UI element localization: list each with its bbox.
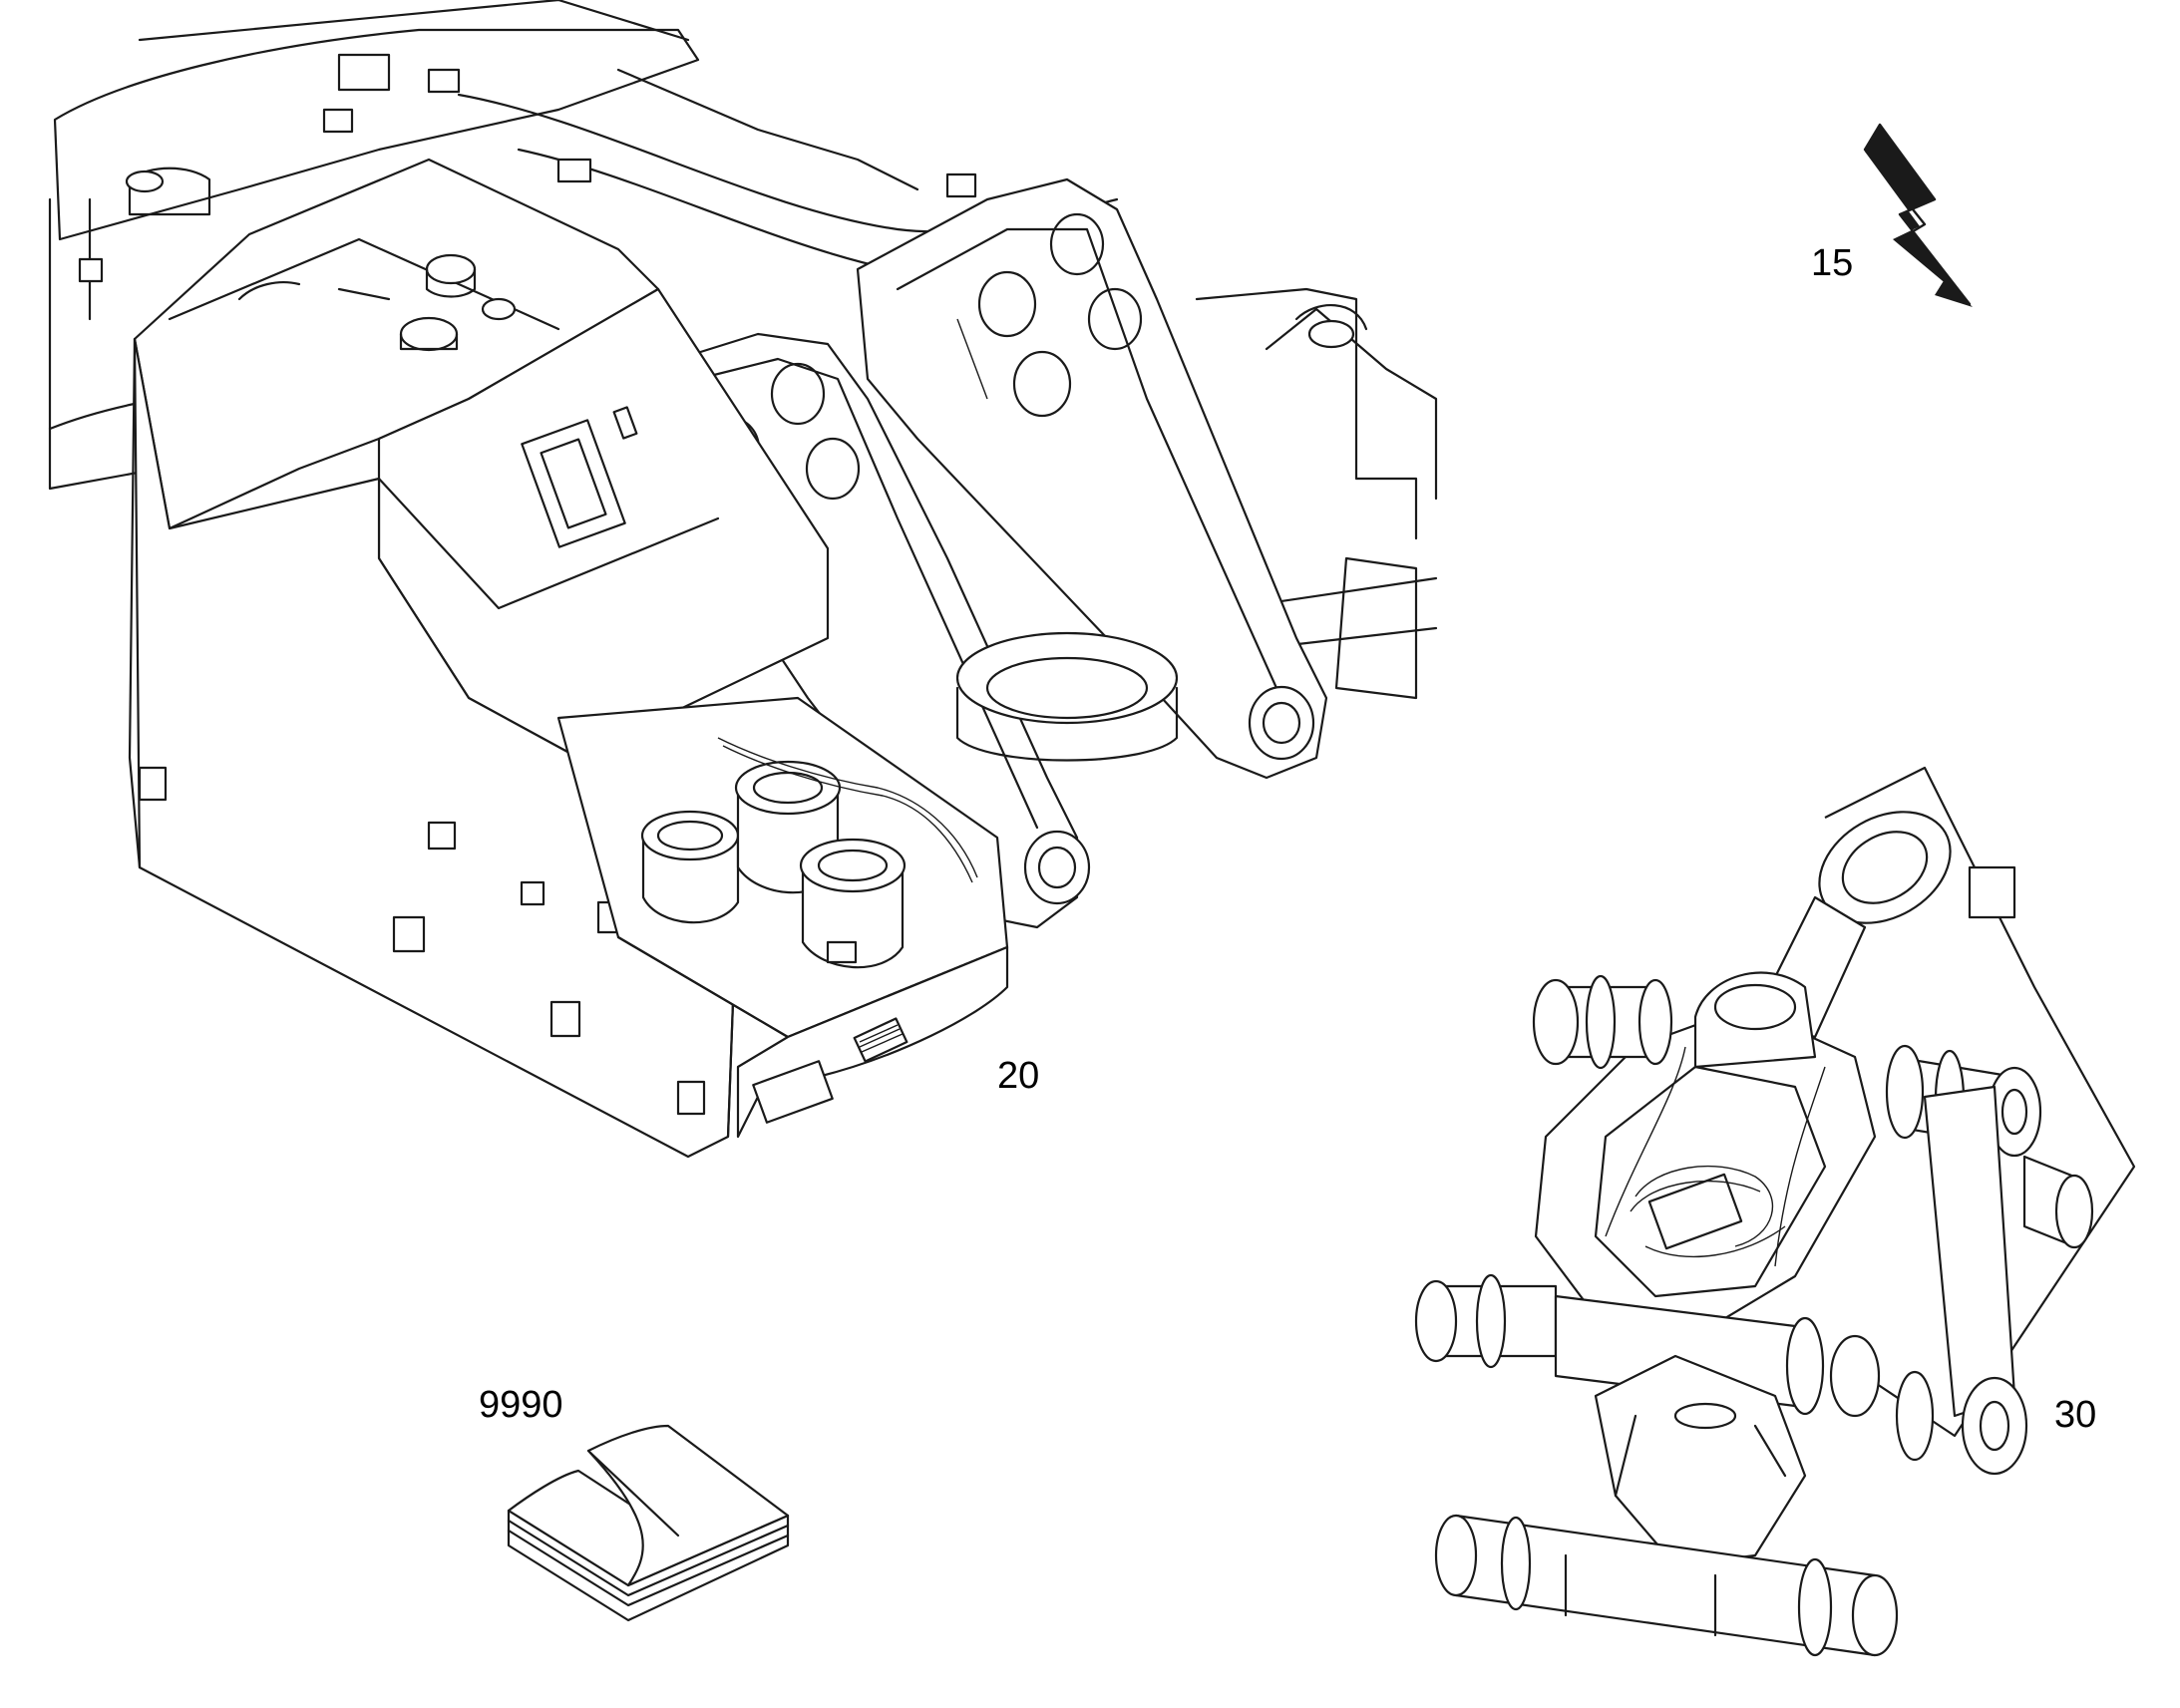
chassis-frame bbox=[48, 0, 1438, 700]
pin-roller-bottom bbox=[1434, 1514, 1899, 1657]
lightning-bolt-arrow-icon bbox=[1863, 123, 1973, 307]
boom-plate-rear bbox=[856, 177, 1328, 780]
vent-grill bbox=[853, 1017, 908, 1063]
callout-30: 30 bbox=[2054, 1394, 2097, 1436]
turntable-ring bbox=[955, 631, 1179, 762]
open-book-icon bbox=[507, 1424, 790, 1622]
pin-roller-upper-left bbox=[1532, 974, 1673, 1070]
part-20-housing bbox=[128, 158, 1009, 1159]
filter-canister-left bbox=[640, 810, 740, 924]
part-30-linkage-assembly bbox=[1414, 766, 2136, 1657]
callout-15: 15 bbox=[1811, 242, 1854, 284]
filter-canister-front bbox=[799, 838, 907, 969]
pin-roller-middle-left bbox=[1414, 1273, 1881, 1418]
callout-20: 20 bbox=[997, 1055, 1040, 1097]
hose-line-2 bbox=[722, 745, 973, 883]
hose-line bbox=[717, 737, 978, 878]
callout-9990: 9990 bbox=[479, 1384, 563, 1426]
